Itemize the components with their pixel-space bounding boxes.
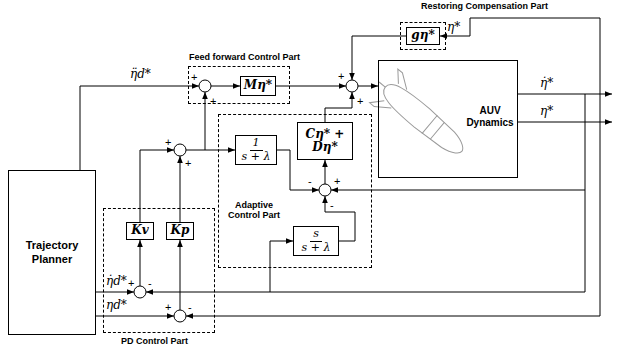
summing-junction xyxy=(319,184,331,196)
block-label: Kv xyxy=(131,224,148,237)
sign-mark: + xyxy=(185,157,191,169)
signal-name: η* xyxy=(540,104,553,118)
signal-wire xyxy=(352,36,406,80)
process-block: gη* xyxy=(406,27,440,44)
block-label: Kp xyxy=(171,224,190,237)
block-label: s + λ xyxy=(302,242,331,254)
signal-wire xyxy=(186,122,600,316)
sign-mark: + xyxy=(210,95,216,107)
group-title: Restoring Compensation Part xyxy=(421,2,548,12)
block-label: AUV Dynamics xyxy=(465,105,515,129)
signal-wire xyxy=(325,92,352,122)
signal-wire xyxy=(186,150,235,151)
summing-junction xyxy=(134,286,146,298)
group-title: Adaptive Control Part xyxy=(223,201,285,221)
signal-wire xyxy=(180,240,181,310)
block-label: s xyxy=(310,228,322,241)
signal-wire xyxy=(180,156,181,222)
signal-name: η̇d* xyxy=(106,274,127,288)
block-label: 1 xyxy=(250,137,263,150)
signal-wire xyxy=(600,122,612,123)
planner-block: Trajectory Planner xyxy=(8,170,96,335)
group-title: PD Control Part xyxy=(121,337,188,347)
signal-wire xyxy=(96,292,134,293)
process-block: Cη* + Dη* xyxy=(297,122,353,160)
gain-block: Kp xyxy=(166,222,194,240)
sign-mark: + xyxy=(128,277,134,289)
signal-wire xyxy=(205,92,206,150)
dashed-group: Feed forward Control PartMη* xyxy=(188,66,290,104)
signal-wire xyxy=(440,18,600,122)
signal-wire xyxy=(96,316,174,317)
plant-block: AUV Dynamics xyxy=(378,60,518,178)
block-label: gη* xyxy=(411,29,434,42)
sign-mark: - xyxy=(148,277,152,289)
sign-mark: + xyxy=(334,175,340,187)
signal-name: η̇* xyxy=(540,76,553,90)
auv-illustration xyxy=(365,65,476,168)
summing-junction xyxy=(346,80,358,92)
signal-wire xyxy=(140,240,141,286)
summing-junction xyxy=(174,144,186,156)
signal-name: ηd* xyxy=(106,298,127,312)
signal-wire xyxy=(276,86,346,87)
signal-wires xyxy=(80,18,612,316)
signal-wire xyxy=(211,86,240,87)
transfer-function-block: 1s + λ xyxy=(235,135,277,164)
process-block: Mη* xyxy=(240,76,276,96)
dashed-group: Restoring Compensation Partgη* xyxy=(400,22,446,50)
sign-mark: + xyxy=(165,301,171,313)
dashed-group: Adaptive Control Part1s + λCη* + Dη*ss +… xyxy=(218,114,372,268)
block-label: s + λ xyxy=(242,151,271,163)
gain-block: Kv xyxy=(126,222,154,240)
block-label: Mη* xyxy=(244,79,272,92)
signal-wire xyxy=(325,160,326,184)
transfer-function-block: ss + λ xyxy=(293,226,339,255)
sign-mark: + xyxy=(338,70,344,82)
sign-mark: - xyxy=(188,301,192,313)
sign-mark: + xyxy=(165,136,171,148)
dashed-group: PD Control PartKvKp xyxy=(103,208,215,333)
block-label: Cη* + Dη* xyxy=(298,128,352,154)
signal-wire xyxy=(585,94,612,95)
sign-mark: + xyxy=(357,95,363,107)
sign-mark: - xyxy=(308,175,312,187)
signal-name: η̈d* xyxy=(130,67,151,81)
group-title: Feed forward Control Part xyxy=(189,53,300,63)
sign-mark: - xyxy=(330,199,334,211)
summing-junction xyxy=(199,80,211,92)
signal-wire xyxy=(331,190,585,191)
signal-wire xyxy=(146,94,585,292)
block-label: Trajectory Planner xyxy=(13,239,91,265)
summing-junction xyxy=(174,310,186,322)
signal-wire xyxy=(270,241,293,292)
sign-mark: + xyxy=(191,71,197,83)
signal-wire xyxy=(358,86,378,87)
signal-name: η* xyxy=(447,20,460,34)
signal-wire xyxy=(140,150,174,222)
